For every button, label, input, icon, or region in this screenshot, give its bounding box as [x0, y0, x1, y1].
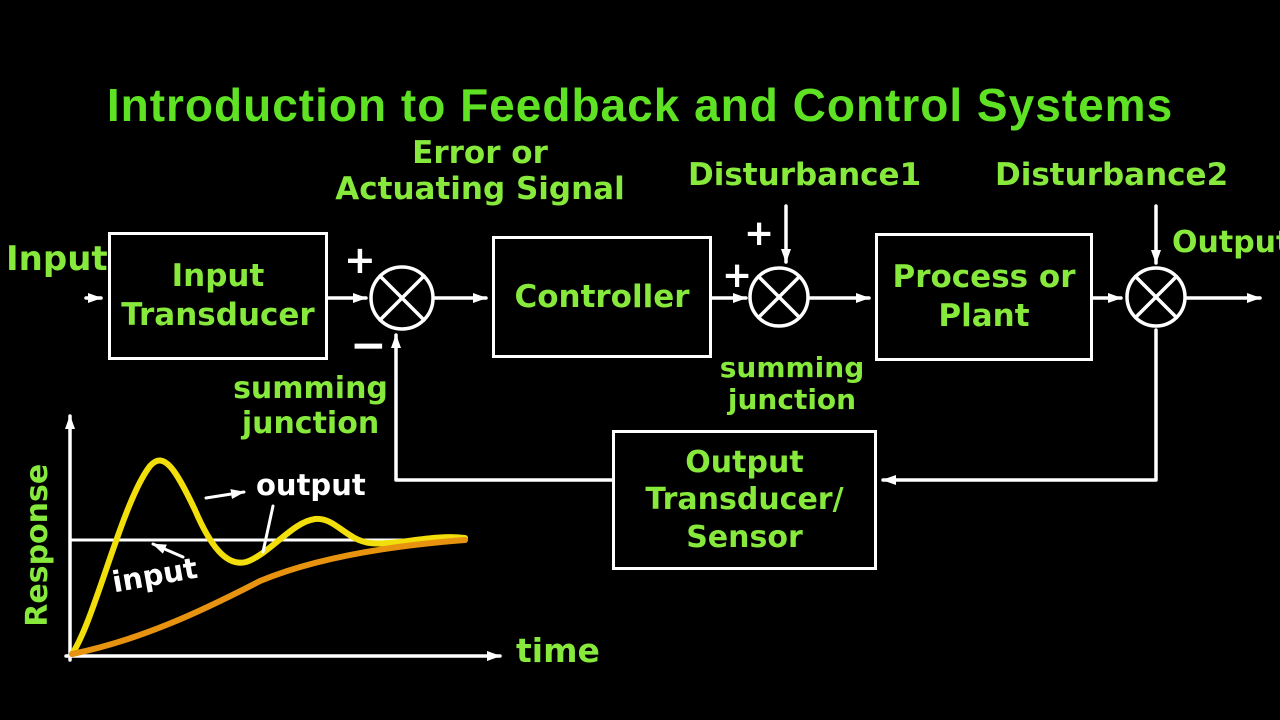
error-signal-label: Error or Actuating Signal [335, 135, 625, 207]
summing-junction-2-label: summing junction [719, 351, 865, 417]
page-title: Introduction to Feedback and Control Sys… [106, 79, 1174, 131]
plot-ylabel: Response [19, 463, 55, 627]
process-plant-block: Process or Plant [875, 233, 1093, 361]
summing-junction-3-cross [1133, 274, 1179, 320]
input-label-pointer-arrow [151, 542, 185, 559]
summing-junction-2-cross [756, 274, 802, 320]
summing-junction-2-circle [748, 266, 810, 328]
output-label-pointer-line [261, 504, 275, 554]
sj2-plus-sign: + [722, 255, 753, 296]
sj1-plus-sign: + [344, 238, 376, 282]
output-label-pointer-arrow [204, 489, 246, 500]
summing-junction-1-circle [369, 265, 435, 331]
disturbance2-label: Disturbance2 [995, 157, 1229, 193]
output-transducer-block: Output Transducer/ Sensor [612, 430, 877, 570]
summing-junction-1-label: summing junction [233, 371, 388, 441]
input-response-curve [69, 537, 468, 657]
output-signal-label: Output [1172, 225, 1280, 260]
summing-junction-1-cross [378, 274, 426, 322]
input-transducer-block: Input Transducer [108, 232, 328, 360]
input-signal-label: Input [6, 239, 108, 279]
feedback-line-to-sj1 [391, 333, 614, 482]
plot-xlabel: time [516, 631, 600, 670]
sj1-minus-sign: − [350, 320, 387, 371]
disturbance1-label: Disturbance1 [688, 157, 922, 193]
disturbance1-plus-sign: + [744, 213, 775, 254]
output-response-curve [69, 457, 468, 657]
summing-junction-3-circle [1125, 266, 1187, 328]
output-curve-label: output [256, 468, 366, 502]
feedback-line-to-sensor [881, 328, 1158, 485]
controller-block: Controller [492, 236, 712, 358]
